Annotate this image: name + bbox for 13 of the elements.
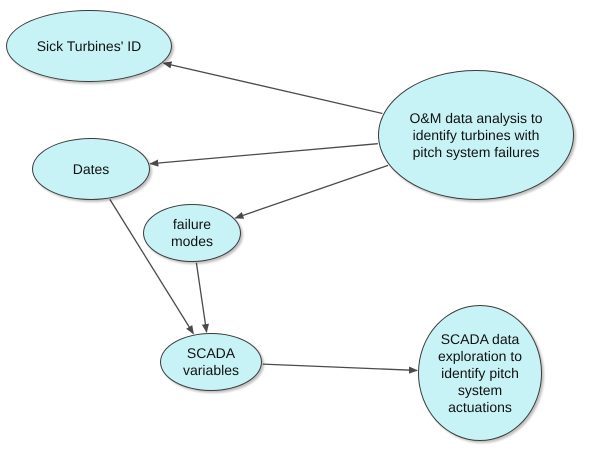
ellipse-node xyxy=(143,204,241,262)
arrow xyxy=(149,143,378,167)
arrow xyxy=(109,199,194,335)
node-label: Sick Turbines' ID xyxy=(36,38,142,54)
node-label: failure modes xyxy=(170,216,214,250)
node-label: Dates xyxy=(72,160,110,178)
node-label: SCADA data exploration to identify pitch system actuations xyxy=(436,330,524,416)
arrow xyxy=(162,61,383,114)
node-label: SCADA variables xyxy=(182,345,240,379)
node-label: O&M data analysis to identify turbines with pitch system failures xyxy=(408,110,544,160)
arrow xyxy=(196,262,209,333)
arrow xyxy=(234,164,388,219)
arrow xyxy=(262,363,418,374)
